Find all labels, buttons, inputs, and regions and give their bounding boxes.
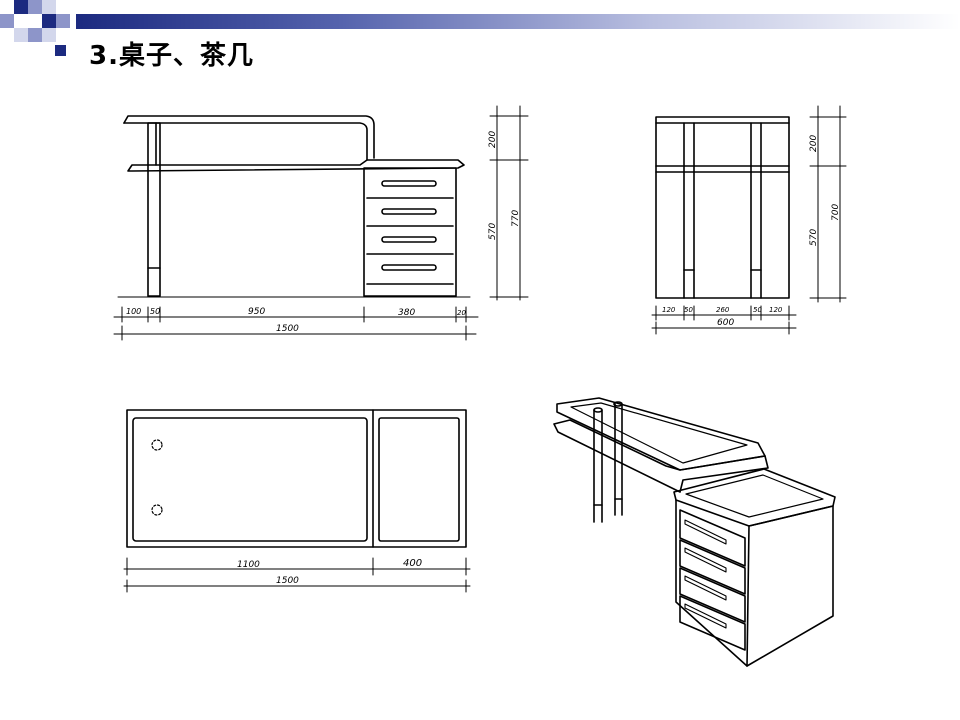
title-gradient-bar (76, 14, 960, 29)
front-dimension-labels: 100 50 950 380 20 1500 200 570 770 (126, 131, 521, 334)
front-width-3: 950 (248, 307, 265, 317)
top-dimension-labels: 1100 400 1500 (237, 558, 422, 586)
side-elevation (655, 116, 790, 299)
side-width-5: 120 (769, 306, 783, 314)
drawer-handle (381, 236, 437, 243)
front-dimensions (113, 105, 529, 341)
top-outline (126, 409, 467, 548)
top-width-1: 1100 (237, 560, 260, 570)
top-leg-marker (151, 504, 163, 516)
top-desk-panel (132, 417, 368, 542)
front-width-1: 100 (126, 307, 141, 316)
corner-square-4 (0, 14, 14, 28)
side-dimension-labels: 120 50 260 50 120 600 200 570 700 (662, 135, 841, 328)
corner-square-6 (56, 14, 70, 28)
side-height-total: 700 (831, 204, 841, 221)
front-height-2: 570 (488, 223, 498, 240)
side-width-1: 120 (662, 306, 676, 314)
front-desktop (127, 159, 465, 172)
front-width-5: 20 (457, 309, 466, 317)
front-left-leg (147, 122, 161, 297)
front-total-width: 1500 (276, 324, 299, 334)
top-cabinet-panel (378, 417, 460, 542)
drawer-handle (381, 208, 437, 215)
side-width-4: 50 (753, 306, 762, 314)
side-outline (655, 116, 790, 299)
front-upper-shelf (123, 115, 375, 159)
top-leg-marker (151, 439, 163, 451)
front-elevation (117, 115, 471, 298)
perspective-view (553, 397, 836, 667)
title-bullet-icon (55, 45, 66, 56)
corner-square-1 (14, 0, 28, 14)
front-height-1: 200 (488, 131, 498, 148)
slide-title: 3.桌子、茶几 (89, 41, 254, 71)
corner-square-9 (42, 28, 56, 42)
top-view (126, 409, 467, 548)
front-height-total: 770 (511, 210, 521, 227)
side-width-3: 260 (716, 306, 730, 314)
corner-square-2 (28, 0, 42, 14)
side-width-2: 50 (684, 306, 693, 314)
side-height-1: 200 (809, 135, 819, 152)
side-dimensions (651, 105, 847, 335)
front-drawer-cabinet (363, 167, 457, 297)
corner-square-5 (42, 14, 56, 28)
front-width-4: 380 (398, 308, 415, 318)
corner-square-8 (28, 28, 42, 42)
side-total-width: 600 (717, 318, 734, 328)
corner-square-7 (14, 28, 28, 42)
drawer-handle (381, 180, 437, 187)
corner-square-3 (42, 0, 56, 14)
side-height-2: 570 (809, 229, 819, 246)
top-width-2: 400 (403, 558, 422, 569)
front-width-2: 50 (150, 307, 160, 316)
top-total-width: 1500 (276, 576, 299, 586)
drawer-handle (381, 264, 437, 271)
top-dimensions (123, 557, 471, 593)
